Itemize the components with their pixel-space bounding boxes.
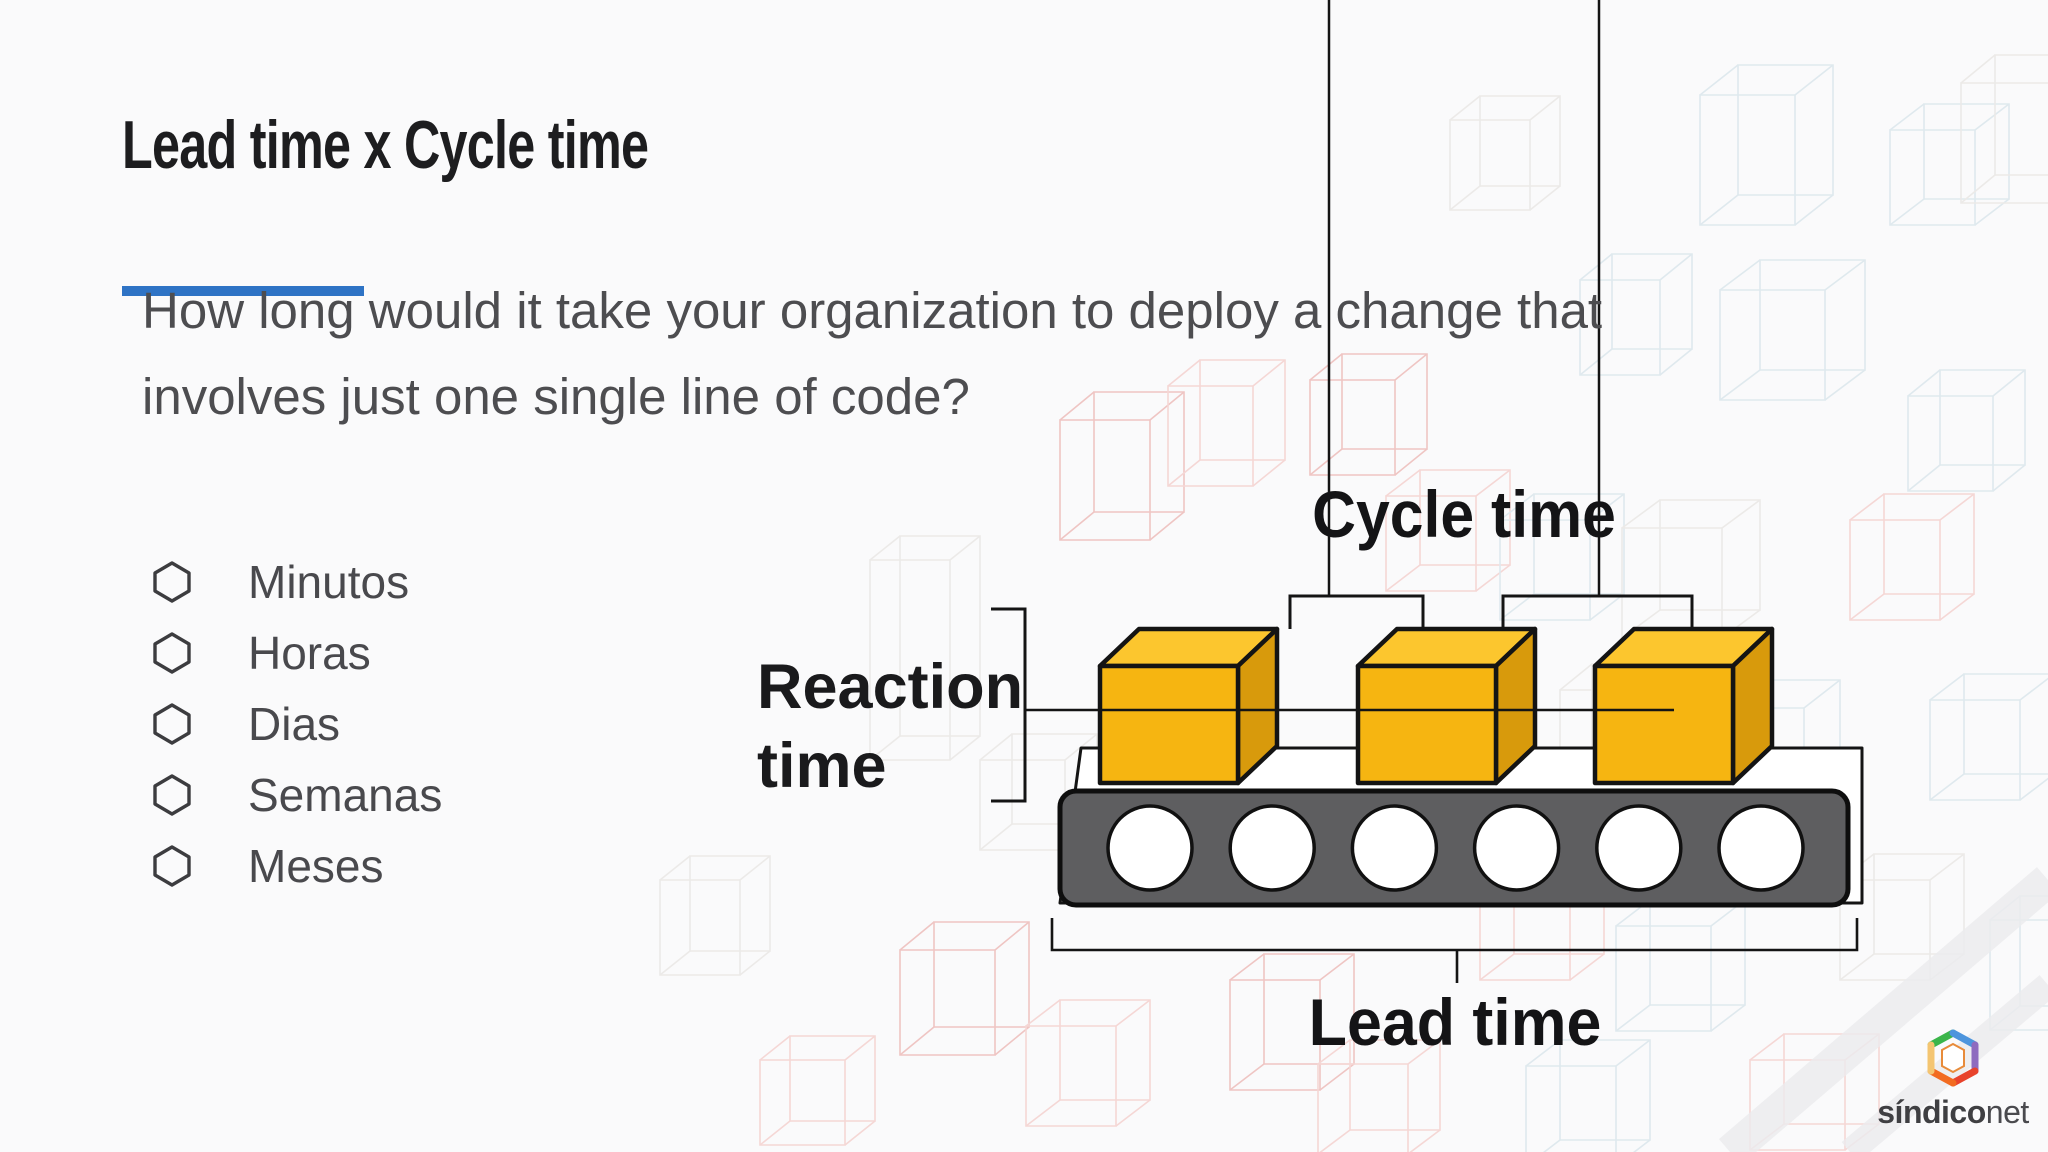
reaction-bracket xyxy=(991,607,1027,803)
intro-question: How long would it take your organization… xyxy=(142,268,1602,440)
option-item-semanas: Semanas xyxy=(152,759,442,830)
brand-name-regular: net xyxy=(1985,1094,2029,1130)
option-label: Semanas xyxy=(248,768,443,821)
option-label: Minutos xyxy=(248,555,410,608)
option-item-dias: Dias xyxy=(152,688,442,759)
hexagon-bullet-icon xyxy=(153,773,191,816)
reaction-time-label: Reaction time xyxy=(757,652,1024,801)
intro-question-line1: How long would it take your organization… xyxy=(142,282,1603,339)
belt-roller xyxy=(1472,804,1561,892)
option-label: Horas xyxy=(248,626,371,679)
belt-roller xyxy=(1350,804,1439,892)
cycle-time-label: Cycle time xyxy=(1312,477,1616,551)
lead-bracket xyxy=(1050,918,1859,952)
hexagon-bullet-icon xyxy=(153,560,191,603)
hexagon-logo-icon xyxy=(1927,1029,1979,1087)
intro-question-line2: involves just one single line of code? xyxy=(142,368,970,425)
belt-roller xyxy=(1717,804,1805,892)
cycle-bracket-2 xyxy=(1501,594,1694,629)
brand-name-bold: síndico xyxy=(1877,1094,1986,1130)
hexagon-bullet-icon xyxy=(153,702,191,745)
belt-roller xyxy=(1595,804,1683,892)
belt-roller xyxy=(1228,804,1316,892)
hexagon-bullet-icon xyxy=(153,844,191,887)
option-item-horas: Horas xyxy=(152,617,442,688)
option-label: Meses xyxy=(248,839,384,892)
cycle-bracket-1 xyxy=(1288,594,1425,629)
hexagon-bullet-icon xyxy=(153,631,191,674)
option-item-meses: Meses xyxy=(152,830,442,901)
brand-logo-text: síndiconet xyxy=(1868,1094,2038,1131)
work-item-box-front xyxy=(1097,663,1241,786)
title-underline xyxy=(122,286,364,296)
brand-logo: síndiconet xyxy=(1868,1028,2038,1131)
page-title: Lead time x Cycle time xyxy=(122,107,649,183)
work-item-box-front xyxy=(1592,663,1736,786)
option-label: Dias xyxy=(248,697,341,750)
belt-roller xyxy=(1106,804,1194,892)
lead-time-label: Lead time xyxy=(1308,985,1602,1059)
work-item-box-front xyxy=(1355,663,1499,786)
option-item-minutos: Minutos xyxy=(152,546,442,617)
